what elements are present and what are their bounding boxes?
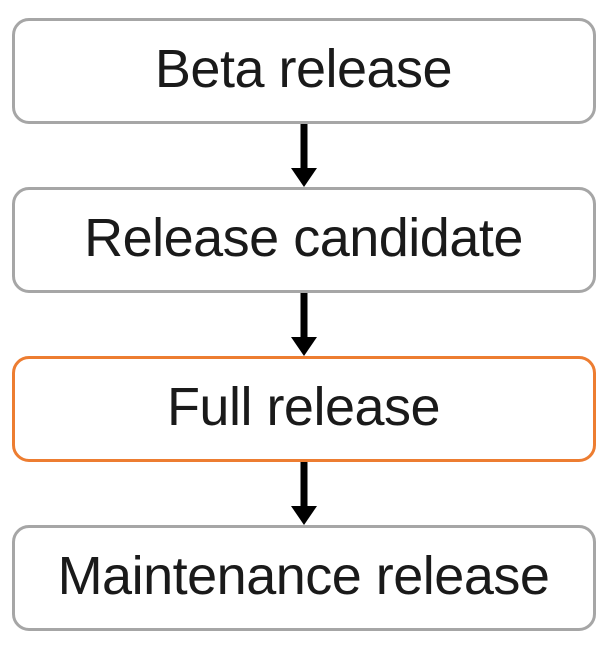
down-arrow-icon bbox=[290, 293, 317, 356]
down-arrow-3 bbox=[290, 462, 318, 525]
node-label-beta-release: Beta release bbox=[154, 39, 453, 99]
node-label-release-candidate: Release candidate bbox=[84, 208, 523, 268]
node-label-maintenance-release: Maintenance release bbox=[57, 546, 550, 606]
node-label-full-release: Full release bbox=[166, 377, 441, 437]
flow-node-full-release: Full release bbox=[11, 356, 596, 462]
down-arrow-icon bbox=[290, 462, 317, 525]
down-arrow-2 bbox=[290, 293, 318, 356]
down-arrow-icon bbox=[290, 124, 317, 187]
flow-node-release-candidate: Release candidate bbox=[11, 187, 596, 293]
flow-node-maintenance-release: Maintenance release bbox=[11, 525, 596, 631]
flow-node-beta-release: Beta release bbox=[11, 18, 596, 124]
down-arrow-1 bbox=[290, 124, 318, 187]
